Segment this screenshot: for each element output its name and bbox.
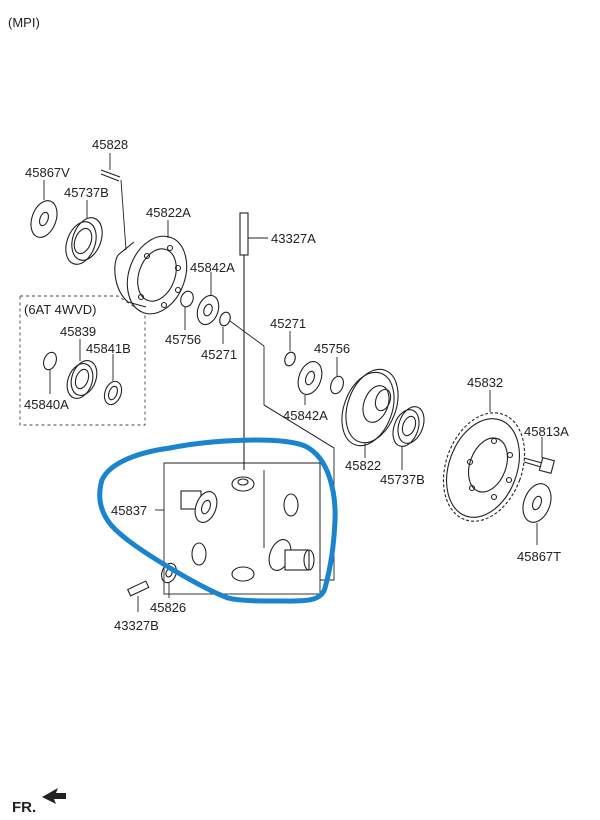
ring-45841B[interactable] (101, 354, 124, 407)
washer-45842A-top[interactable] (193, 272, 222, 328)
label-45813A[interactable]: 45813A (524, 424, 569, 439)
pinion-gear-bottom[interactable] (231, 566, 255, 582)
label-45867T[interactable]: 45867T (517, 549, 561, 564)
bolt-45813A[interactable] (523, 437, 556, 474)
pin-43327B[interactable] (126, 580, 150, 612)
variant-label: (MPI) (8, 15, 40, 30)
side-gear-right[interactable] (263, 470, 315, 573)
bearing-45737B-top[interactable] (60, 200, 107, 268)
group-label: (6AT 4WVD) (24, 302, 96, 317)
label-45841B[interactable]: 45841B (86, 341, 131, 356)
label-45842A-top[interactable]: 45842A (190, 260, 235, 275)
seal-45839[interactable] (63, 339, 102, 402)
label-45832[interactable]: 45832 (467, 375, 503, 390)
label-45828[interactable]: 45828 (92, 137, 128, 152)
label-45822A[interactable]: 45822A (146, 205, 191, 220)
ring-45271-right[interactable] (283, 331, 297, 367)
label-45737B-top[interactable]: 45737B (64, 185, 109, 200)
highlight-outline (97, 437, 338, 604)
label-45271-right[interactable]: 45271 (270, 316, 306, 331)
washer-45867V[interactable] (26, 180, 62, 241)
label-45822[interactable]: 45822 (345, 458, 381, 473)
label-45756-right[interactable]: 45756 (314, 341, 350, 356)
label-43327B[interactable]: 43327B (114, 618, 159, 633)
label-45271-left[interactable]: 45271 (201, 347, 237, 362)
front-label: FR. (12, 799, 36, 816)
ring-45756-left[interactable] (179, 289, 196, 330)
label-45840A[interactable]: 45840A (24, 397, 69, 412)
pinion-gear-top[interactable] (231, 476, 255, 492)
box-45837 (163, 462, 321, 595)
pin-45828[interactable] (100, 153, 127, 251)
case-45822[interactable] (332, 362, 407, 458)
washer-45867T[interactable] (518, 480, 556, 545)
label-45837[interactable]: 45837 (111, 503, 147, 518)
label-45842A-bottom[interactable]: 45842A (283, 408, 328, 423)
front-arrow-icon (42, 788, 66, 804)
bearing-45737B-bottom[interactable] (388, 403, 429, 470)
side-gear-left[interactable] (180, 489, 221, 526)
label-45867V[interactable]: 45867V (25, 165, 70, 180)
ring-gear-45832[interactable] (429, 390, 539, 533)
washer-45842A-bottom[interactable] (294, 358, 326, 405)
ring-45756-right[interactable] (328, 357, 345, 396)
pinion-gear-left[interactable] (191, 542, 207, 566)
shaft-43327A[interactable] (239, 212, 268, 470)
label-43327A[interactable]: 43327A (271, 231, 316, 246)
label-45839[interactable]: 45839 (60, 324, 96, 339)
case-45822A[interactable] (114, 220, 197, 322)
washer-45826[interactable] (159, 561, 179, 598)
ring-45271-left[interactable] (218, 311, 335, 449)
label-45756-left[interactable]: 45756 (165, 332, 201, 347)
label-45737B-bottom[interactable]: 45737B (380, 472, 425, 487)
pinion-gear-right[interactable] (283, 493, 299, 517)
label-45826[interactable]: 45826 (150, 600, 186, 615)
ring-45840A[interactable] (41, 350, 58, 394)
